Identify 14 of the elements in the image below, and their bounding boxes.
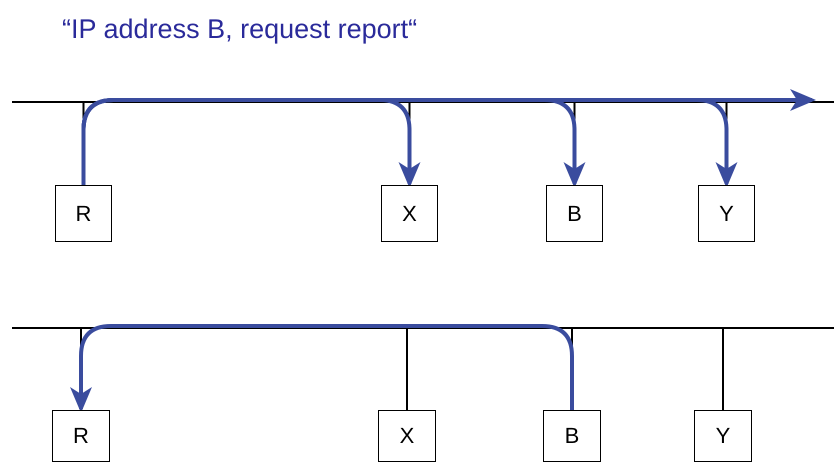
- station-box: B: [546, 185, 603, 242]
- station-box: Y: [694, 410, 752, 462]
- drop-line: [406, 329, 408, 410]
- station-box: B: [543, 410, 601, 462]
- station-box: R: [52, 410, 110, 462]
- station-box: Y: [698, 185, 755, 242]
- bus-line: [12, 327, 834, 329]
- drop-line: [722, 329, 724, 410]
- station-box: R: [55, 185, 112, 242]
- title-text: “IP address B, request report“: [62, 14, 418, 45]
- arrow: [70, 324, 574, 413]
- bus-line: [12, 101, 834, 103]
- station-box: X: [381, 185, 438, 242]
- station-box: X: [378, 410, 436, 462]
